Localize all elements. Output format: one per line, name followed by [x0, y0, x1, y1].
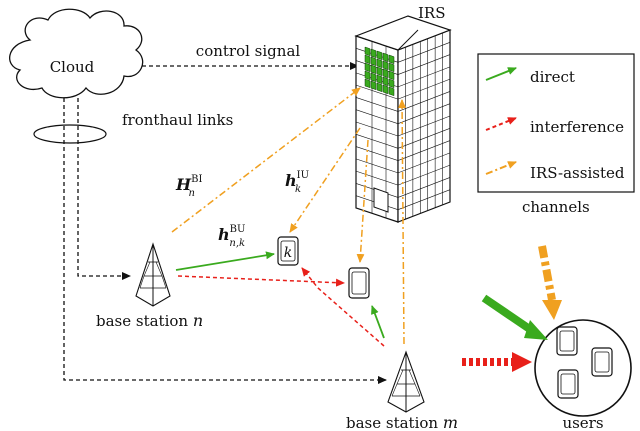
- fronthaul-label: fronthaul links: [122, 111, 233, 129]
- users-irs-arrow: [538, 245, 556, 301]
- user-k-phone-icon: [277, 236, 299, 266]
- users-circle: [534, 319, 632, 417]
- irs-panel: [364, 46, 395, 97]
- channel-bi-m-arrow: [398, 99, 407, 345]
- irs-label: IRS: [418, 4, 446, 22]
- base-station-n-icon: [135, 242, 171, 307]
- fronthaul-link-n: [77, 98, 131, 280]
- user-k-label: k: [284, 245, 292, 261]
- irs-pointer-line: [397, 29, 419, 51]
- legend-irs-swatch: [485, 161, 517, 175]
- legend-direct-swatch: [485, 67, 517, 81]
- fronthaul-link-m: [63, 98, 387, 384]
- interference-n-arrow: [177, 275, 345, 287]
- users-direct-arrowhead: [524, 320, 548, 340]
- users-label: users: [562, 414, 603, 431]
- base-station-m-label: base station m: [346, 413, 458, 431]
- base-station-m-icon: [387, 350, 425, 413]
- channel-bu-direct-arrow: [175, 251, 275, 271]
- base-station-n-label: base station n: [96, 311, 203, 330]
- building-door: [373, 187, 389, 213]
- users-phone-2-icon: [591, 347, 613, 377]
- channel-bi-n-arrow: [171, 87, 361, 233]
- legend-direct-label: direct: [530, 68, 575, 86]
- cloud-icon: [9, 8, 144, 99]
- interference-m-arrow: [301, 267, 385, 347]
- building-windows: [355, 32, 451, 220]
- cloud-label: Cloud: [50, 58, 95, 76]
- users-phone-3-icon: [557, 369, 579, 399]
- users-interference-arrowhead: [512, 352, 532, 372]
- legend-caption: channels: [522, 198, 590, 216]
- direct-m-arrow: [371, 305, 385, 339]
- users-phone-1-icon: [556, 326, 578, 356]
- fronthaul-ellipse: [33, 124, 107, 144]
- legend-box: [477, 53, 635, 193]
- users-direct-arrow: [481, 294, 537, 336]
- user-phone-icon: [348, 267, 370, 299]
- users-irs-arrowhead: [542, 300, 562, 320]
- channel-irs-to-user-arrow: [356, 139, 369, 263]
- legend-interference-swatch: [485, 117, 517, 131]
- channel-iu-k-arrow: [289, 127, 361, 233]
- control-signal-label: control signal: [196, 42, 301, 60]
- legend-irs-label: IRS-assisted: [530, 164, 625, 182]
- legend-interference-label: interference: [530, 118, 624, 136]
